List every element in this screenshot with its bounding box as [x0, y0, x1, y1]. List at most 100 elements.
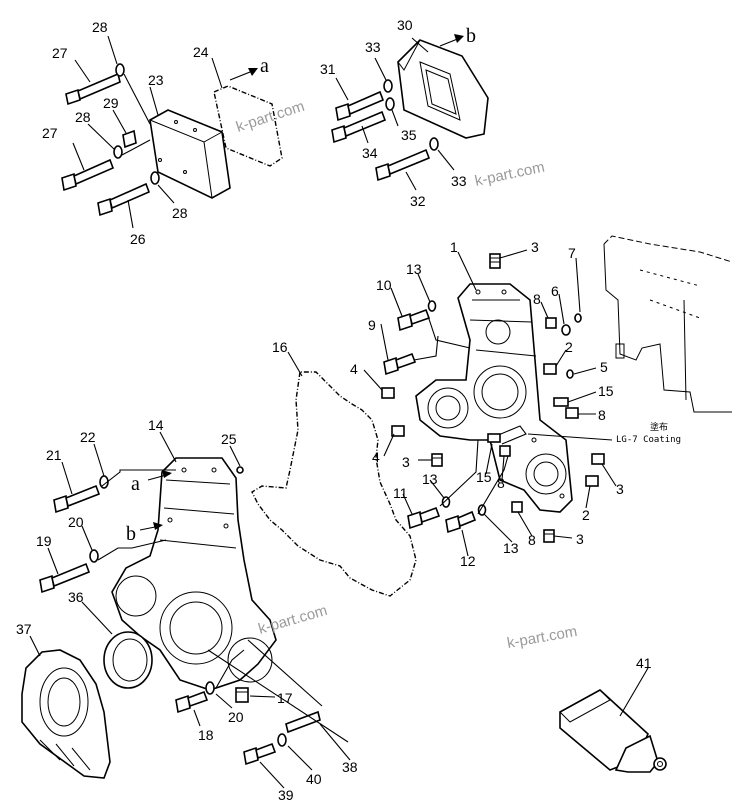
- arrow-label-a-top: a: [260, 55, 269, 77]
- coating-note-kanji: 塗布: [650, 421, 668, 433]
- callout-1: 1: [450, 239, 458, 255]
- callout-36: 36: [68, 589, 84, 605]
- washer-20-upper: [89, 549, 99, 563]
- watermark-2: k-part.com: [473, 159, 546, 190]
- bolt-10: [397, 308, 431, 332]
- callout-26: 26: [130, 231, 146, 247]
- washer-33-lower: [429, 137, 439, 151]
- callout-13-mid: 13: [422, 471, 438, 487]
- callout-20-upper: 20: [68, 514, 84, 530]
- bolt-12: [445, 510, 477, 534]
- front-housing-1: [415, 283, 573, 513]
- bracket-29: [122, 129, 137, 149]
- callout-23: 23: [148, 72, 164, 88]
- bolt-18: [175, 690, 209, 714]
- coating-area-marker: [495, 425, 527, 445]
- cover-30-assembly: [331, 34, 489, 191]
- plug-3-right: [585, 453, 605, 487]
- callout-18: 18: [198, 727, 214, 743]
- callout-15-mid: 15: [476, 469, 492, 485]
- washer-13-upper: [427, 300, 437, 312]
- callout-33-top: 33: [365, 39, 381, 55]
- rear-cover-fasteners: [39, 466, 349, 766]
- callout-8-right: 8: [598, 407, 606, 423]
- callout-4-upper: 4: [350, 361, 358, 377]
- pin-15-b: [487, 433, 501, 443]
- ring-7: [574, 313, 582, 323]
- bolt-39: [243, 742, 277, 766]
- bolt-32: [375, 148, 431, 182]
- callout-35: 35: [401, 127, 417, 143]
- plug-3-left: [431, 453, 443, 467]
- callout-2-low: 2: [582, 507, 590, 523]
- plug-8-a: [545, 317, 557, 329]
- arrow-label-b-side: b: [126, 523, 136, 545]
- bolt-27-lower: [61, 158, 115, 192]
- washer-28-upper: [115, 63, 125, 77]
- callout-11: 11: [393, 485, 408, 501]
- bolt-19: [39, 562, 91, 594]
- engine-block-outline: [603, 235, 732, 413]
- callout-8-low: 8: [528, 532, 536, 548]
- callout-8-mid: 8: [497, 475, 505, 491]
- callout-13-low: 13: [503, 540, 519, 556]
- cover-23: [148, 109, 231, 199]
- rear-cover-14: [111, 457, 277, 691]
- washer-35: [385, 97, 395, 111]
- callout-40: 40: [306, 771, 322, 787]
- callout-3-low: 3: [576, 531, 584, 547]
- callout-6: 6: [551, 283, 559, 299]
- callout-3-top: 3: [531, 239, 539, 255]
- washer-28-mid: [113, 145, 123, 159]
- washer-13-lower: [477, 504, 487, 516]
- bolt-31: [335, 90, 385, 122]
- callout-labels: 27 28 23 24 29 28 27 28 26 30 33 31 35 3…: [16, 17, 652, 801]
- gasket-24: [213, 85, 283, 167]
- callout-29: 29: [103, 95, 119, 111]
- ring-25: [236, 466, 244, 474]
- housing-1-fasteners: [381, 253, 605, 543]
- callout-24: 24: [193, 44, 209, 60]
- bolt-11: [407, 506, 441, 530]
- callout-9: 9: [368, 317, 376, 333]
- callout-14: 14: [148, 417, 164, 433]
- tool-41: [559, 667, 667, 773]
- plug-4-a: [381, 387, 395, 399]
- cover-23-assembly: [61, 35, 283, 229]
- callout-21: 21: [46, 447, 62, 463]
- plug-17: [235, 687, 249, 703]
- washer-13-mid: [441, 496, 451, 508]
- washer-33-upper: [383, 79, 393, 93]
- washer-20-lower: [205, 681, 215, 695]
- washer-28-lower: [150, 171, 160, 185]
- bolt-9: [383, 352, 417, 376]
- plug-3-top: [489, 253, 501, 269]
- callout-2-top: 2: [565, 339, 573, 355]
- plug-8-d: [511, 501, 523, 513]
- callout-34: 34: [362, 145, 378, 161]
- arrow-label-b-top: b: [466, 25, 476, 47]
- callout-27-top: 27: [52, 45, 68, 61]
- callout-28-top: 28: [92, 19, 108, 35]
- callout-10: 10: [376, 277, 392, 293]
- callout-5: 5: [600, 359, 608, 375]
- plug-8-b: [565, 407, 579, 419]
- pin-38: [285, 710, 321, 734]
- plug-2-a: [543, 363, 557, 375]
- callout-39: 39: [278, 787, 294, 801]
- callout-15-right: 15: [598, 383, 614, 399]
- pin-15-a: [553, 397, 569, 407]
- plug-3-bottom: [543, 529, 555, 543]
- coating-note-text: LG-7 Coating: [616, 435, 681, 445]
- bolt-21: [53, 484, 101, 514]
- callout-28-low: 28: [172, 205, 188, 221]
- watermark-4: k-part.com: [506, 623, 579, 652]
- callout-30: 30: [397, 17, 413, 33]
- plug-4-b: [391, 425, 405, 437]
- callout-12: 12: [460, 553, 476, 569]
- callout-31: 31: [320, 61, 336, 77]
- seal-housing-37: [21, 649, 111, 779]
- callout-20-lower: 20: [228, 709, 244, 725]
- callout-13-top: 13: [406, 261, 422, 277]
